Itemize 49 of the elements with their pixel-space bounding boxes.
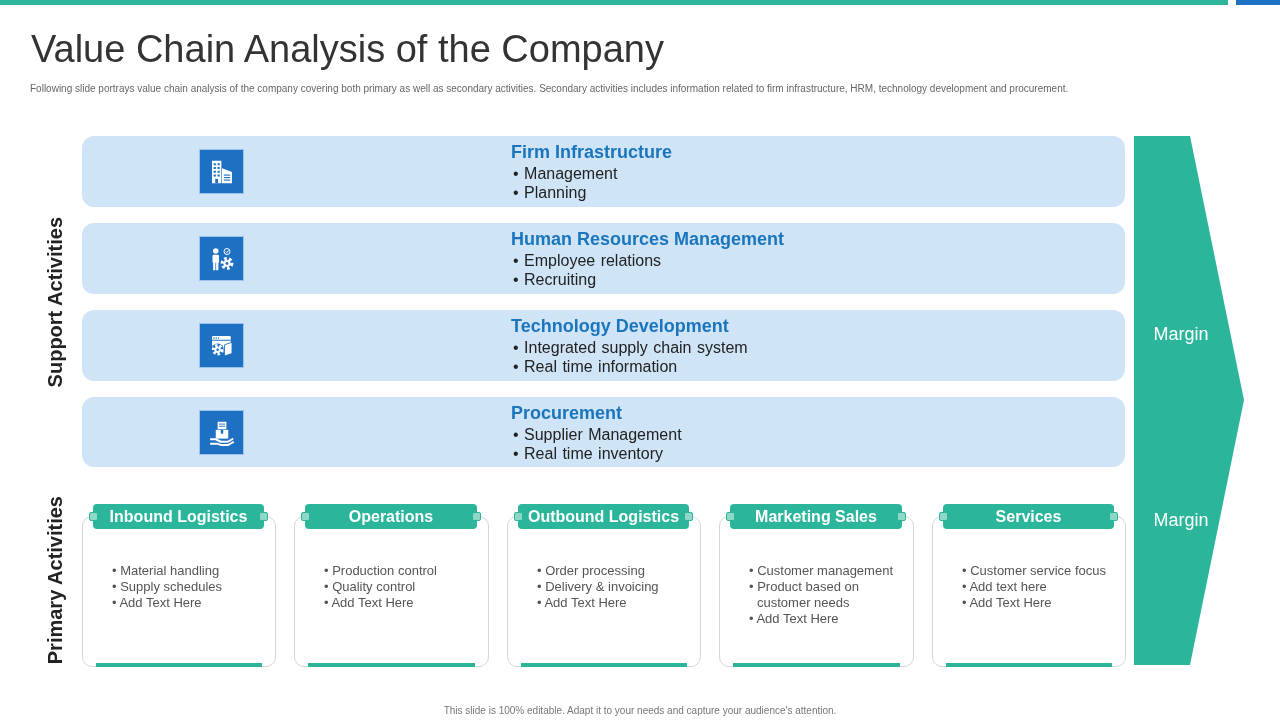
bullet-item: • Customer service focus bbox=[962, 563, 1106, 579]
bullet-item: • Add Text Here bbox=[749, 611, 839, 627]
bullet-item: • Supplier Management bbox=[513, 425, 682, 444]
activity-row bbox=[82, 310, 1125, 381]
activity-card bbox=[932, 504, 1126, 667]
bullet-item: • Customer management bbox=[749, 563, 893, 579]
activity-card bbox=[294, 504, 489, 667]
subtitle-text: Following slide portrays value chain analysis of the company covering both primary as well as secondary activities. Secondary activities includes information related to firm infrastructure, HRM, technology development and procurement. bbox=[30, 82, 1069, 95]
activity-card bbox=[82, 504, 276, 667]
bullet-item: • Add Text Here bbox=[324, 595, 414, 611]
activity-card bbox=[719, 504, 914, 667]
bullet-item: • Integrated supply chain system bbox=[513, 338, 748, 357]
bullet-item: • Add Text Here bbox=[112, 595, 202, 611]
card-header: Services bbox=[943, 504, 1114, 529]
section-label: Primary Activities bbox=[43, 495, 67, 665]
bullet-item: • Order processing bbox=[537, 563, 645, 579]
bullet-item: • Delivery & invoicing bbox=[537, 579, 659, 595]
bullet-item: • Recruiting bbox=[513, 270, 597, 289]
bullet-item: • Real time information bbox=[513, 357, 678, 376]
activity-row bbox=[82, 136, 1125, 207]
margin-chevron bbox=[1134, 136, 1244, 665]
row-heading: Procurement bbox=[511, 402, 623, 424]
row-heading: Human Resources Management bbox=[511, 228, 785, 250]
slide-title: Value Chain Analysis of the Company bbox=[31, 27, 664, 72]
card-header: Marketing Sales bbox=[730, 504, 902, 529]
bullet-item: • Add Text Here bbox=[962, 595, 1052, 611]
bullet-item: • Quality control bbox=[324, 579, 416, 595]
bullet-item: • Production control bbox=[324, 563, 437, 579]
activity-row bbox=[82, 223, 1125, 294]
card-header: Outbound Logistics bbox=[518, 504, 689, 529]
row-heading: Technology Development bbox=[511, 315, 729, 337]
bullet-item: • Add Text Here bbox=[537, 595, 627, 611]
row-heading: Firm Infrastructure bbox=[511, 141, 673, 163]
section-label: Support Activities bbox=[43, 216, 67, 388]
bullet-item: • Management bbox=[513, 164, 618, 183]
bullet-item: • Add text here bbox=[962, 579, 1047, 595]
bullet-item: • Material handling bbox=[112, 563, 220, 579]
bullet-item: • Supply schedules bbox=[112, 579, 223, 595]
bullet-item: • Employee relations bbox=[513, 251, 662, 270]
bullet-item: • Real time inventory bbox=[513, 444, 663, 463]
card-header: Inbound Logistics bbox=[93, 504, 264, 529]
footer-note: This slide is 100% editable. Adapt it to your needs and capture your audience's attention. bbox=[443, 704, 837, 717]
card-header: Operations bbox=[305, 504, 477, 529]
activity-card bbox=[507, 504, 701, 667]
bullet-item: • Product based on customer needs bbox=[749, 579, 861, 611]
activity-row bbox=[82, 397, 1125, 467]
margin-label: Margin bbox=[1153, 323, 1209, 345]
margin-label: Margin bbox=[1153, 509, 1209, 531]
bullet-item: • Planning bbox=[513, 183, 587, 202]
